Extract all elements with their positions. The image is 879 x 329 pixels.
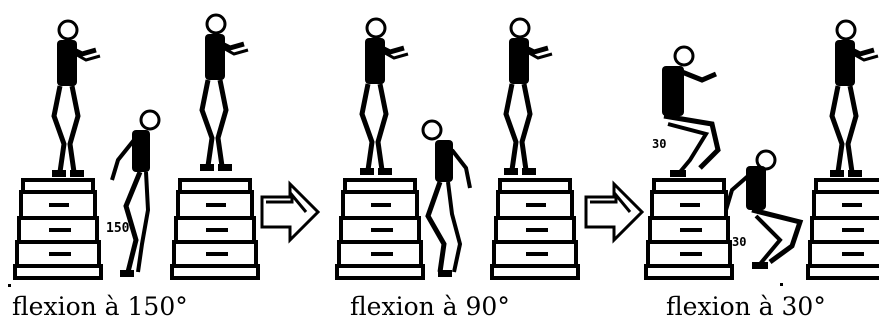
panel-1 — [13, 15, 260, 280]
caption-flexion-30: flexion à 30° — [666, 292, 826, 321]
right-arrow-icon — [260, 180, 321, 244]
athlete-squat-jump-icon — [662, 45, 721, 177]
angle-label: 150 — [106, 221, 130, 236]
angle-label: 30 — [732, 235, 746, 249]
athlete-landing-icon — [421, 119, 472, 277]
athlete-icon — [504, 19, 552, 175]
panel-2 — [335, 19, 580, 280]
box-icon — [806, 178, 879, 280]
right-arrow-icon — [584, 180, 645, 244]
angle-label: 30 — [652, 137, 666, 151]
athlete-icon — [360, 19, 408, 175]
box-icon — [13, 178, 103, 280]
athlete-landing-icon — [110, 109, 161, 277]
box-icon — [490, 178, 580, 280]
athlete-icon — [52, 21, 100, 177]
panel-3 — [644, 21, 879, 280]
box-icon — [170, 178, 260, 280]
caption-flexion-150: flexion à 150° — [12, 292, 188, 321]
box-icon — [644, 178, 734, 280]
box-icon — [335, 178, 425, 280]
caption-flexion-90: flexion à 90° — [350, 292, 510, 321]
athlete-icon — [830, 21, 878, 177]
athlete-deep-landing-icon — [724, 149, 804, 269]
athlete-icon — [200, 15, 248, 171]
